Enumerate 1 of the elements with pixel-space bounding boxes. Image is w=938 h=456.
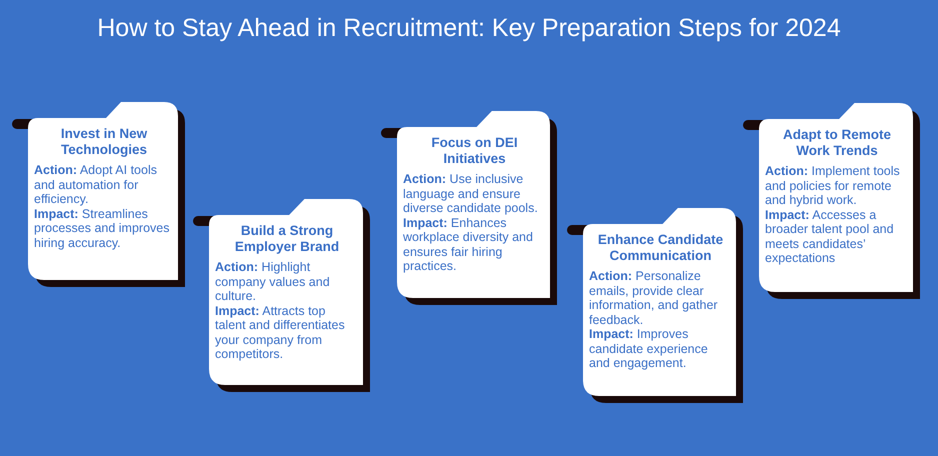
title: How to Stay Ahead in Recruitment: Key Preparation Steps for 2024 bbox=[96, 14, 842, 43]
